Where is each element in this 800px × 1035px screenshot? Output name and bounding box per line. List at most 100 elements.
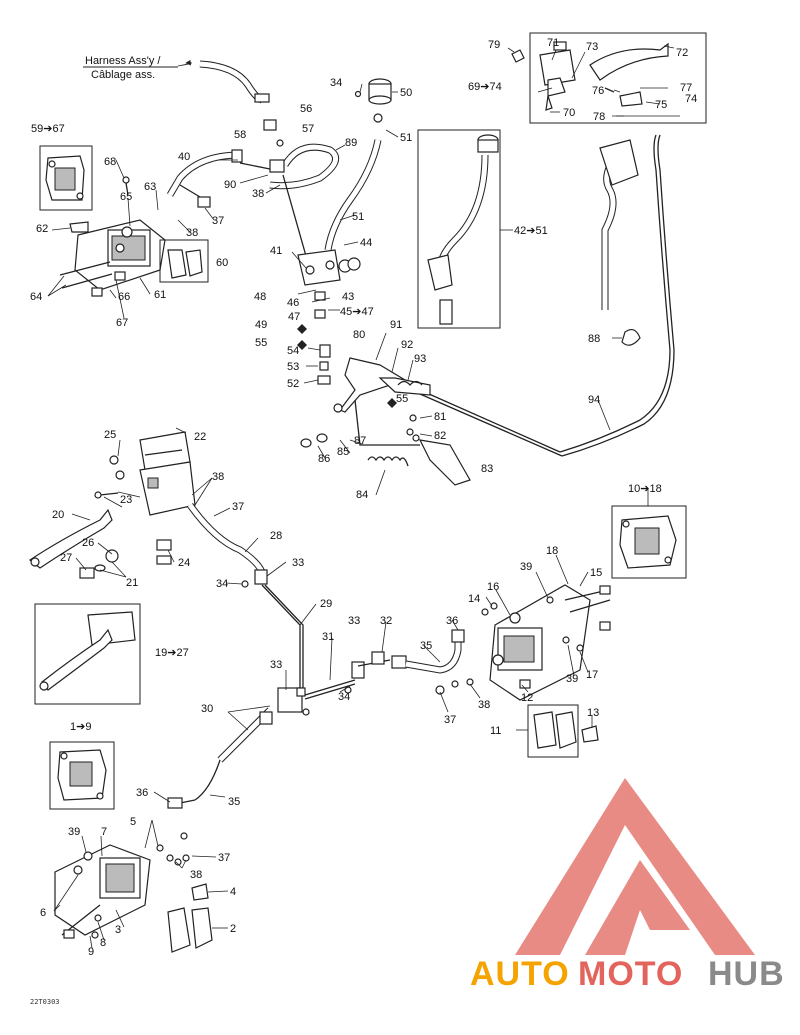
callout-18: 18 [546,545,558,557]
callout-94: 94 [588,394,600,406]
callout-11: 11 [490,725,501,737]
callout-14: 14 [468,593,480,605]
callout-75: 75 [655,99,667,111]
reservoir-assembly-box-42-51 [417,129,513,329]
callout-48: 48 [254,291,266,303]
callout-64: 64 [30,291,42,303]
callout-3: 3 [115,924,121,936]
callout-38-lower: 38 [190,869,202,881]
callout-21: 21 [126,577,138,589]
callout-40: 40 [178,151,190,163]
callout-71: 71 [547,37,559,49]
figure-code: 22T0303 [30,998,60,1006]
callout-66: 66 [118,291,130,303]
callout-numbers: 59➔67 69➔74 42➔51 45➔47 10➔18 19➔27 1➔9 … [30,37,697,958]
watermark-hub: HUB [708,955,785,993]
callout-9: 9 [88,946,94,958]
callout-37-top: 37 [212,215,224,227]
callout-39-lower: 39 [68,826,80,838]
harness-label-group: Harness Ass'y / Câblage ass. [83,55,270,104]
callout-86: 86 [318,453,330,465]
callout-7: 7 [101,826,107,838]
callout-93: 93 [414,353,426,365]
caliper-thumbnail-10-18 [611,505,687,579]
callout-37-master: 37 [232,501,244,513]
callout-34: 34 [330,77,342,89]
callout-79: 79 [488,39,500,51]
callout-44: 44 [360,237,372,249]
brake-pads-lower [167,907,213,953]
callout-51: 51 [400,132,412,144]
watermark-triangle-outer [515,778,755,955]
callout-85: 85 [337,446,349,458]
callout-43: 43 [342,291,354,303]
callout-52: 52 [287,378,299,390]
callout-35-right: 35 [420,640,432,652]
callout-27: 27 [60,552,72,564]
callout-32: 32 [380,615,392,627]
callout-38-right: 38 [478,699,490,711]
automotohub-watermark: AUTO MOTO HUB [470,778,785,993]
callout-38-top: 38 [252,188,264,200]
callout-57: 57 [302,123,314,135]
rear-brake-line-block [282,113,397,408]
callout-46: 46 [287,297,299,309]
callout-72: 72 [676,47,688,59]
callout-61: 61 [154,289,166,301]
callout-36-lower: 36 [136,787,148,799]
callout-34-lower: 34 [338,691,350,703]
harness-label-line2: Câblage ass. [91,69,155,81]
callout-81: 81 [434,411,446,423]
callout-50: 50 [400,87,412,99]
callout-8: 8 [100,937,106,949]
callout-24: 24 [178,557,190,569]
range-label-42-51: 42➔51 [514,225,548,237]
callout-37-lower: 37 [218,852,230,864]
callout-60: 60 [216,257,228,269]
callout-33-lower: 33 [270,659,282,671]
callout-91: 91 [390,319,402,331]
callout-38-master: 38 [212,471,224,483]
callout-4: 4 [230,886,236,898]
range-label-45-47: 45➔47 [340,306,374,318]
range-label-1-9: 1➔9 [70,721,91,733]
callout-31: 31 [322,631,334,643]
callout-13: 13 [587,707,599,719]
callout-15: 15 [590,567,602,579]
callout-6: 6 [40,907,46,919]
harness-label-line1: Harness Ass'y / [85,55,161,67]
callout-30: 30 [201,703,213,715]
front-brake-lines [167,502,474,809]
caliper-assembly-right [481,584,611,758]
callout-53: 53 [287,361,299,373]
callout-23: 23 [120,494,132,506]
callout-41: 41 [270,245,282,257]
range-label-19-27: 19➔27 [155,647,189,659]
callout-88: 88 [588,333,600,345]
callout-84: 84 [356,489,368,501]
callout-68: 68 [104,156,116,168]
callout-65: 65 [120,191,132,203]
master-cylinder-box-19-27 [34,603,141,705]
callout-38-left: 38 [186,227,198,239]
callout-33-upper: 33 [292,557,304,569]
callout-92: 92 [401,339,413,351]
brake-pads-box-11 [527,704,579,758]
callout-36-right: 36 [446,615,458,627]
callout-82: 82 [434,430,446,442]
callout-63: 63 [144,181,156,193]
callout-54: 54 [287,345,299,357]
callout-22: 22 [194,431,206,443]
callout-47: 47 [288,311,300,323]
callout-83: 83 [481,463,493,475]
caliper-assembly-lower-left [54,832,213,953]
front-master-cylinder [28,431,196,579]
callout-77: 77 [680,82,692,94]
callout-90: 90 [224,179,236,191]
brake-pads-box-60 [159,239,209,283]
callout-67: 67 [116,317,128,329]
callout-2: 2 [230,923,236,935]
watermark-triangle-inner [585,860,690,955]
callout-33-mid: 33 [348,615,360,627]
callout-56: 56 [300,103,312,115]
